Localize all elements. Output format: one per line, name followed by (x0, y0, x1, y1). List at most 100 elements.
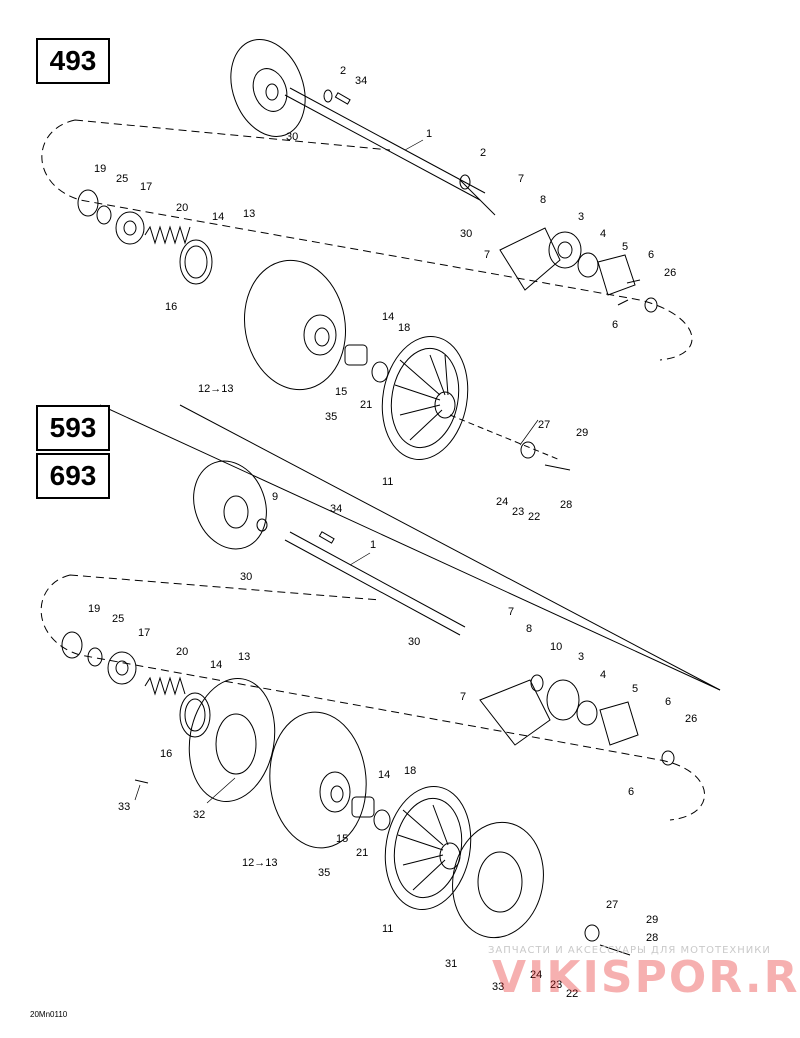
callout-34: 34 (355, 75, 367, 87)
callout-6: 6 (612, 319, 618, 331)
washer-21-bottom (373, 809, 391, 831)
callout-6: 6 (648, 249, 654, 261)
shaft-bottom (284, 531, 466, 636)
movable-sheave-top (243, 259, 347, 391)
bolt-33-bottom (134, 779, 149, 784)
callout-30: 30 (408, 636, 420, 648)
callout-8: 8 (540, 194, 546, 206)
circlip-19-top (77, 189, 99, 217)
circlip-19-bottom (61, 631, 83, 659)
model-label-493: 493 (36, 38, 110, 84)
callout-15: 15 (336, 833, 348, 845)
callout-22: 22 (528, 511, 540, 523)
callout-29: 29 (576, 427, 588, 439)
callout-26: 26 (664, 267, 676, 279)
shaft-top (284, 87, 496, 216)
washer-21-top (371, 361, 389, 383)
key-34-bottom (318, 531, 335, 544)
callout-28: 28 (560, 499, 572, 511)
callout-3: 3 (578, 211, 584, 223)
callout-9: 9 (272, 491, 278, 503)
model-label-593: 593 (36, 405, 110, 451)
callout-17: 17 (138, 627, 150, 639)
callout-16: 16 (165, 301, 177, 313)
bolt-28-bottom (599, 944, 631, 956)
separator-line-b (179, 404, 721, 691)
fixed-sheave-bottom (193, 460, 267, 550)
callout-28: 28 (646, 932, 658, 944)
callout-29: 29 (646, 914, 658, 926)
callout-1: 1 (370, 539, 376, 551)
callout-30: 30 (240, 571, 252, 583)
callout-19: 19 (94, 163, 106, 175)
spring-seat-16-top (179, 239, 213, 285)
callout-24: 24 (530, 969, 542, 981)
callout-30: 30 (286, 131, 298, 143)
callout-6: 6 (628, 786, 634, 798)
callout-13: 13 (238, 651, 250, 663)
cam-17-top (115, 211, 145, 245)
callout-11: 11 (382, 476, 393, 488)
washer-25-top (96, 205, 112, 225)
callout-7: 7 (484, 249, 490, 261)
callouts-bottom: 9 34 1 30 30 7 7 8 10 3 4 5 6 6 26 19 25… (88, 491, 697, 1000)
cover-plate-32 (188, 678, 276, 802)
callout-26: 26 (685, 713, 697, 725)
nut-9-bottom (256, 518, 268, 532)
model-label-693: 693 (36, 453, 110, 499)
drawing-code: 20Mn0110 (30, 1010, 68, 1019)
callout-5: 5 (632, 683, 638, 695)
callout-24: 24 (496, 496, 508, 508)
bracket-assembly-bottom (479, 674, 675, 766)
washer-27-top (520, 441, 536, 459)
callout-23: 23 (550, 979, 562, 991)
callout-19: 19 (88, 603, 100, 615)
callout-6: 6 (665, 696, 671, 708)
bushing-15-top (344, 344, 368, 366)
callouts-top: 1 2 2 34 30 30 7 7 8 3 4 5 6 6 26 19 25 … (94, 65, 676, 523)
fan-11-bottom (384, 786, 472, 910)
callout-10: 10 (550, 641, 562, 653)
callout-14: 14 (382, 311, 394, 323)
callout-3: 3 (578, 651, 584, 663)
spring-seat-16-bottom (179, 692, 211, 738)
callout-18: 18 (404, 765, 416, 777)
callout-25: 25 (112, 613, 124, 625)
watermark-tagline: ЗАПЧАСТИ И АКСЕССУАРЫ ДЛЯ МОТОТЕХНИКИ (488, 945, 771, 956)
cover-plate-31 (452, 821, 544, 939)
callout-27: 27 (606, 899, 618, 911)
callout-33: 33 (118, 801, 130, 813)
spring-20-bottom (144, 676, 186, 696)
callout-1: 1 (426, 128, 432, 140)
callout-7: 7 (508, 606, 514, 618)
callout-2: 2 (480, 147, 486, 159)
callout-14: 14 (212, 211, 224, 223)
callout-2: 2 (340, 65, 346, 77)
callout-14: 14 (378, 769, 390, 781)
callout-16: 16 (160, 748, 172, 760)
callout-14: 14 (210, 659, 222, 671)
circlip-2-top-b (459, 174, 471, 190)
callout-32: 32 (193, 809, 205, 821)
belt-outline-bottom (40, 574, 706, 821)
callout-25: 25 (116, 173, 128, 185)
callout-22: 22 (566, 988, 578, 1000)
bushing-15-bottom (351, 796, 375, 818)
key-34-top (334, 92, 351, 105)
callout-35: 35 (325, 411, 337, 423)
callout-27: 27 (538, 419, 550, 431)
callout-23: 23 (512, 506, 524, 518)
leader-lines (134, 139, 539, 804)
movable-sheave-bottom (269, 711, 367, 849)
spring-20-top (144, 225, 191, 245)
callout-8: 8 (526, 623, 532, 635)
callout-21: 21 (360, 399, 372, 411)
callout-12-13: 12→13 (198, 383, 233, 395)
callout-11: 11 (382, 923, 393, 935)
washer-27-bottom (584, 924, 600, 942)
callout-31: 31 (445, 958, 457, 970)
belt-outline-top (41, 119, 693, 361)
callout-21: 21 (356, 847, 368, 859)
callout-7: 7 (518, 173, 524, 185)
